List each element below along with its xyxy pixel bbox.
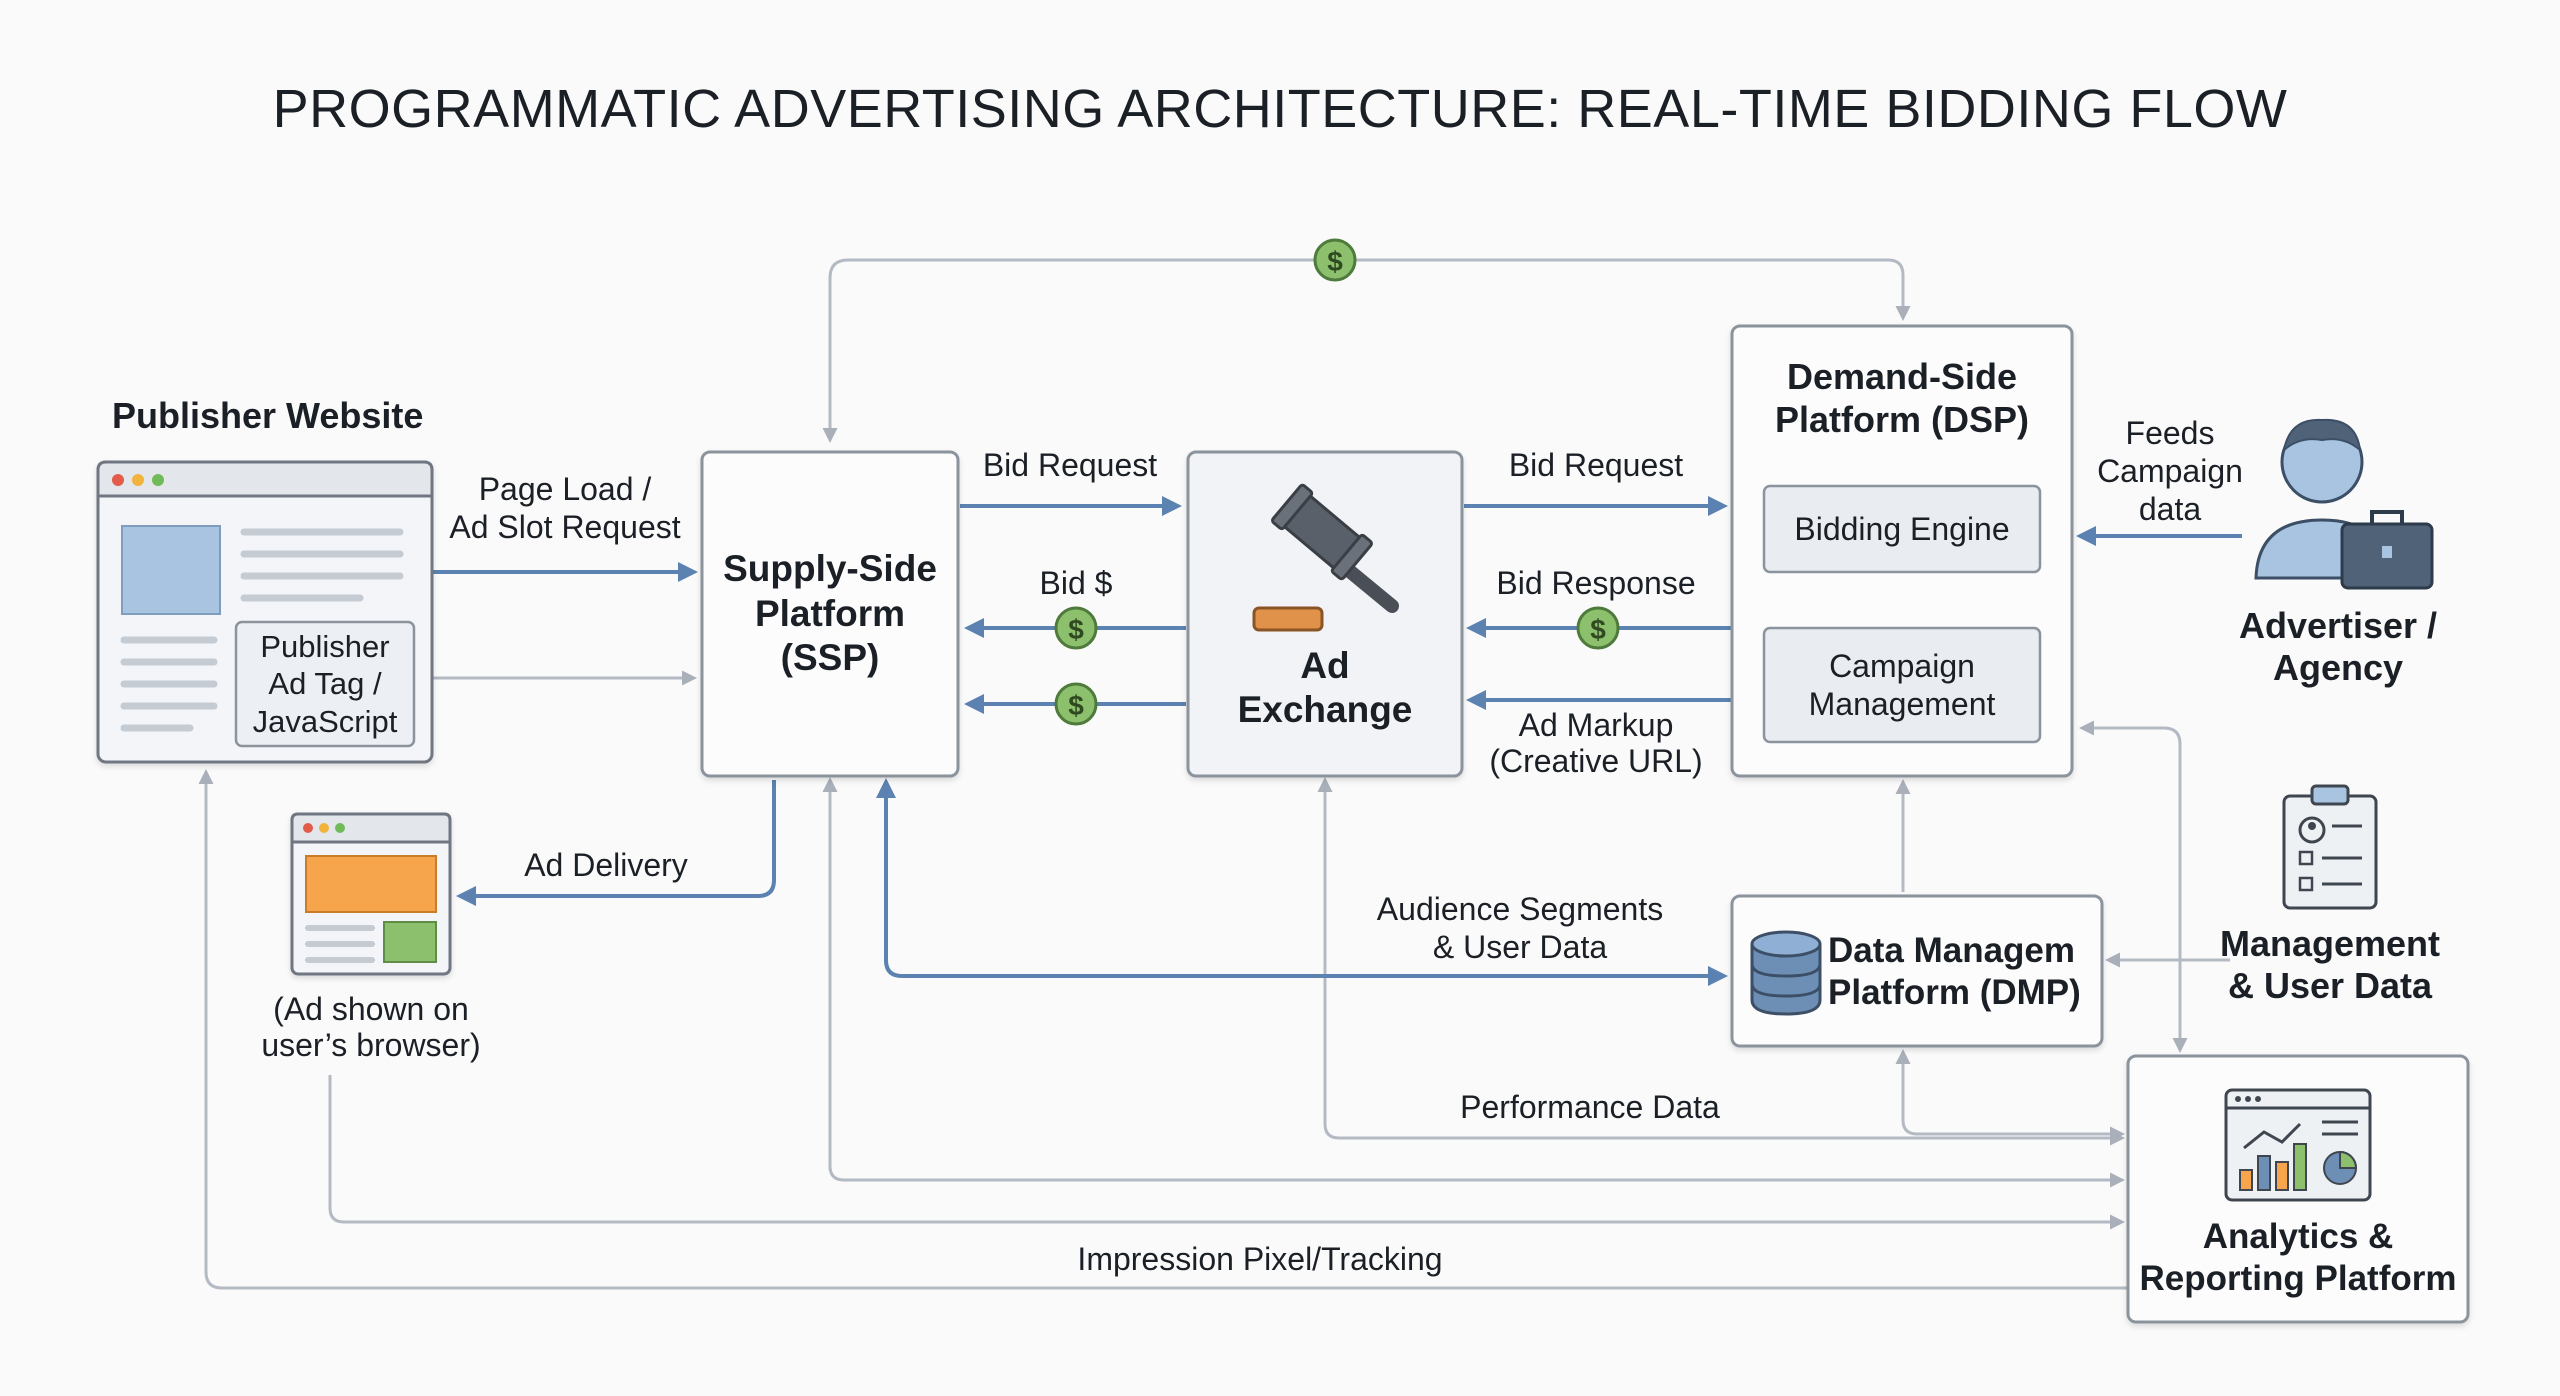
publisher-ad-tag-line2: Ad Tag / bbox=[268, 666, 382, 702]
bidding-engine-label: Bidding Engine bbox=[1794, 510, 2010, 547]
audience-label-2: & User Data bbox=[1432, 929, 1608, 965]
ssp-label-line1: Supply-Side bbox=[723, 548, 937, 590]
dsp-bid-request-label: Bid Request bbox=[1508, 447, 1684, 483]
ssp-dsp-top-loop bbox=[822, 258, 1911, 443]
bidding-engine-box bbox=[1762, 484, 2042, 574]
ssp-box bbox=[700, 450, 960, 778]
dollar-coin-icon: $ bbox=[1054, 606, 1098, 650]
ad-markup-label-1: Ad Markup bbox=[1518, 707, 1674, 743]
gavel-icon bbox=[1252, 483, 1399, 632]
dmp-box bbox=[1730, 894, 2104, 1048]
campaign-management-box bbox=[1762, 626, 2042, 744]
clipboard-icon bbox=[2282, 784, 2378, 910]
ad-exchange-label-line2: Exchange bbox=[1237, 689, 1413, 730]
audience-arrow bbox=[876, 778, 1728, 986]
campaign-management-label: Campaign Management bbox=[1764, 628, 2040, 742]
ssp-analytics-bottom bbox=[828, 1165, 2125, 1188]
campaign-management-line2: Management bbox=[1808, 686, 1996, 722]
dsp-label: Demand-Side Platform (DSP) bbox=[1732, 350, 2072, 446]
mgmt-dsp-line bbox=[2079, 720, 2182, 1038]
advertiser-label-2: Agency bbox=[2272, 647, 2404, 688]
ssp-label-line2: Platform bbox=[754, 592, 906, 634]
database-icon bbox=[1750, 930, 1822, 1016]
ssp-bid-request-label: Bid Request bbox=[982, 447, 1158, 483]
ad-delivery-arrow bbox=[456, 780, 776, 906]
audience-label-1: Audience Segments bbox=[1376, 891, 1664, 927]
person-with-briefcase-icon bbox=[2254, 418, 2434, 590]
impression-line bbox=[198, 769, 2128, 1290]
browser-ad-window bbox=[290, 812, 452, 976]
svg-text:$: $ bbox=[1327, 246, 1343, 277]
dsp-label-line2: Platform (DSP) bbox=[1774, 399, 2030, 440]
publisher-website-heading: Publisher Website bbox=[112, 395, 424, 436]
bid-dollar-label: Bid $ bbox=[1039, 565, 1113, 601]
publisher-ad-tag-line1: Publisher bbox=[260, 629, 390, 665]
dmp-analytics-joint bbox=[1901, 1119, 2125, 1142]
page-load-label-1: Page Load / bbox=[478, 471, 652, 507]
ad-exchange-label: Ad Exchange bbox=[1188, 640, 1462, 736]
ad-delivery-label: Ad Delivery bbox=[524, 847, 688, 883]
dmp-label: Data Managem Platform (DMP) bbox=[1828, 924, 2090, 1020]
dmp-label-line2: Platform (DMP) bbox=[1828, 973, 2081, 1012]
svg-text:$: $ bbox=[1590, 614, 1606, 645]
bid-response-label: Bid Response bbox=[1496, 565, 1696, 601]
campaign-management-line1: Campaign bbox=[1829, 647, 1975, 684]
dsp-label-line1: Demand-Side bbox=[1786, 355, 2018, 397]
feeds-label-1: Feeds bbox=[2125, 415, 2215, 451]
mgmt-data-label-2: & User Data bbox=[2227, 965, 2433, 1006]
ad-exchange-label-line1: Ad bbox=[1300, 644, 1350, 686]
ad-markup-label-2: (Creative URL) bbox=[1489, 743, 1703, 779]
advertiser-label-1: Advertiser / bbox=[2238, 605, 2438, 646]
analytics-label-2: Reporting Platform bbox=[2139, 1259, 2457, 1298]
dollar-coin-icon: $ bbox=[1054, 682, 1098, 726]
performance-bottom bbox=[1323, 1123, 2125, 1146]
feeds-label-2: Campaign bbox=[2097, 453, 2243, 489]
publisher-ad-tag-line3: JavaScript bbox=[252, 703, 398, 739]
publisher-website-window bbox=[96, 460, 434, 764]
analytics-chart-icon bbox=[2224, 1088, 2372, 1202]
performance-label: Performance Data bbox=[1460, 1089, 1720, 1125]
ssp-label: Supply-Side Platform (SSP) bbox=[702, 452, 958, 776]
dollar-coin-icon: $ bbox=[1313, 238, 1357, 282]
ad-exchange-box bbox=[1186, 450, 1464, 778]
browser-label-2: user’s browser) bbox=[261, 1027, 481, 1063]
feeds-label-3: data bbox=[2138, 491, 2202, 527]
browser-label-1: (Ad shown on bbox=[273, 991, 469, 1027]
svg-text:$: $ bbox=[1068, 690, 1084, 721]
browser-analytics-line bbox=[328, 1075, 2125, 1230]
diagram-title: PROGRAMMATIC ADVERTISING ARCHITECTURE: R… bbox=[272, 79, 2288, 139]
analytics-label-1: Analytics & bbox=[2202, 1217, 2394, 1256]
impression-label: Impression Pixel/Tracking bbox=[1077, 1241, 1443, 1277]
page-load-label-2: Ad Slot Request bbox=[449, 509, 681, 545]
publisher-ad-tag: Publisher Ad Tag / JavaScript bbox=[236, 622, 414, 746]
dollar-coin-icon: $ bbox=[1576, 606, 1620, 650]
mgmt-data-label-1: Management bbox=[2219, 923, 2441, 964]
svg-text:$: $ bbox=[1068, 614, 1084, 645]
ssp-label-line3: (SSP) bbox=[780, 637, 880, 679]
dmp-label-line1: Data Managem bbox=[1828, 931, 2076, 970]
